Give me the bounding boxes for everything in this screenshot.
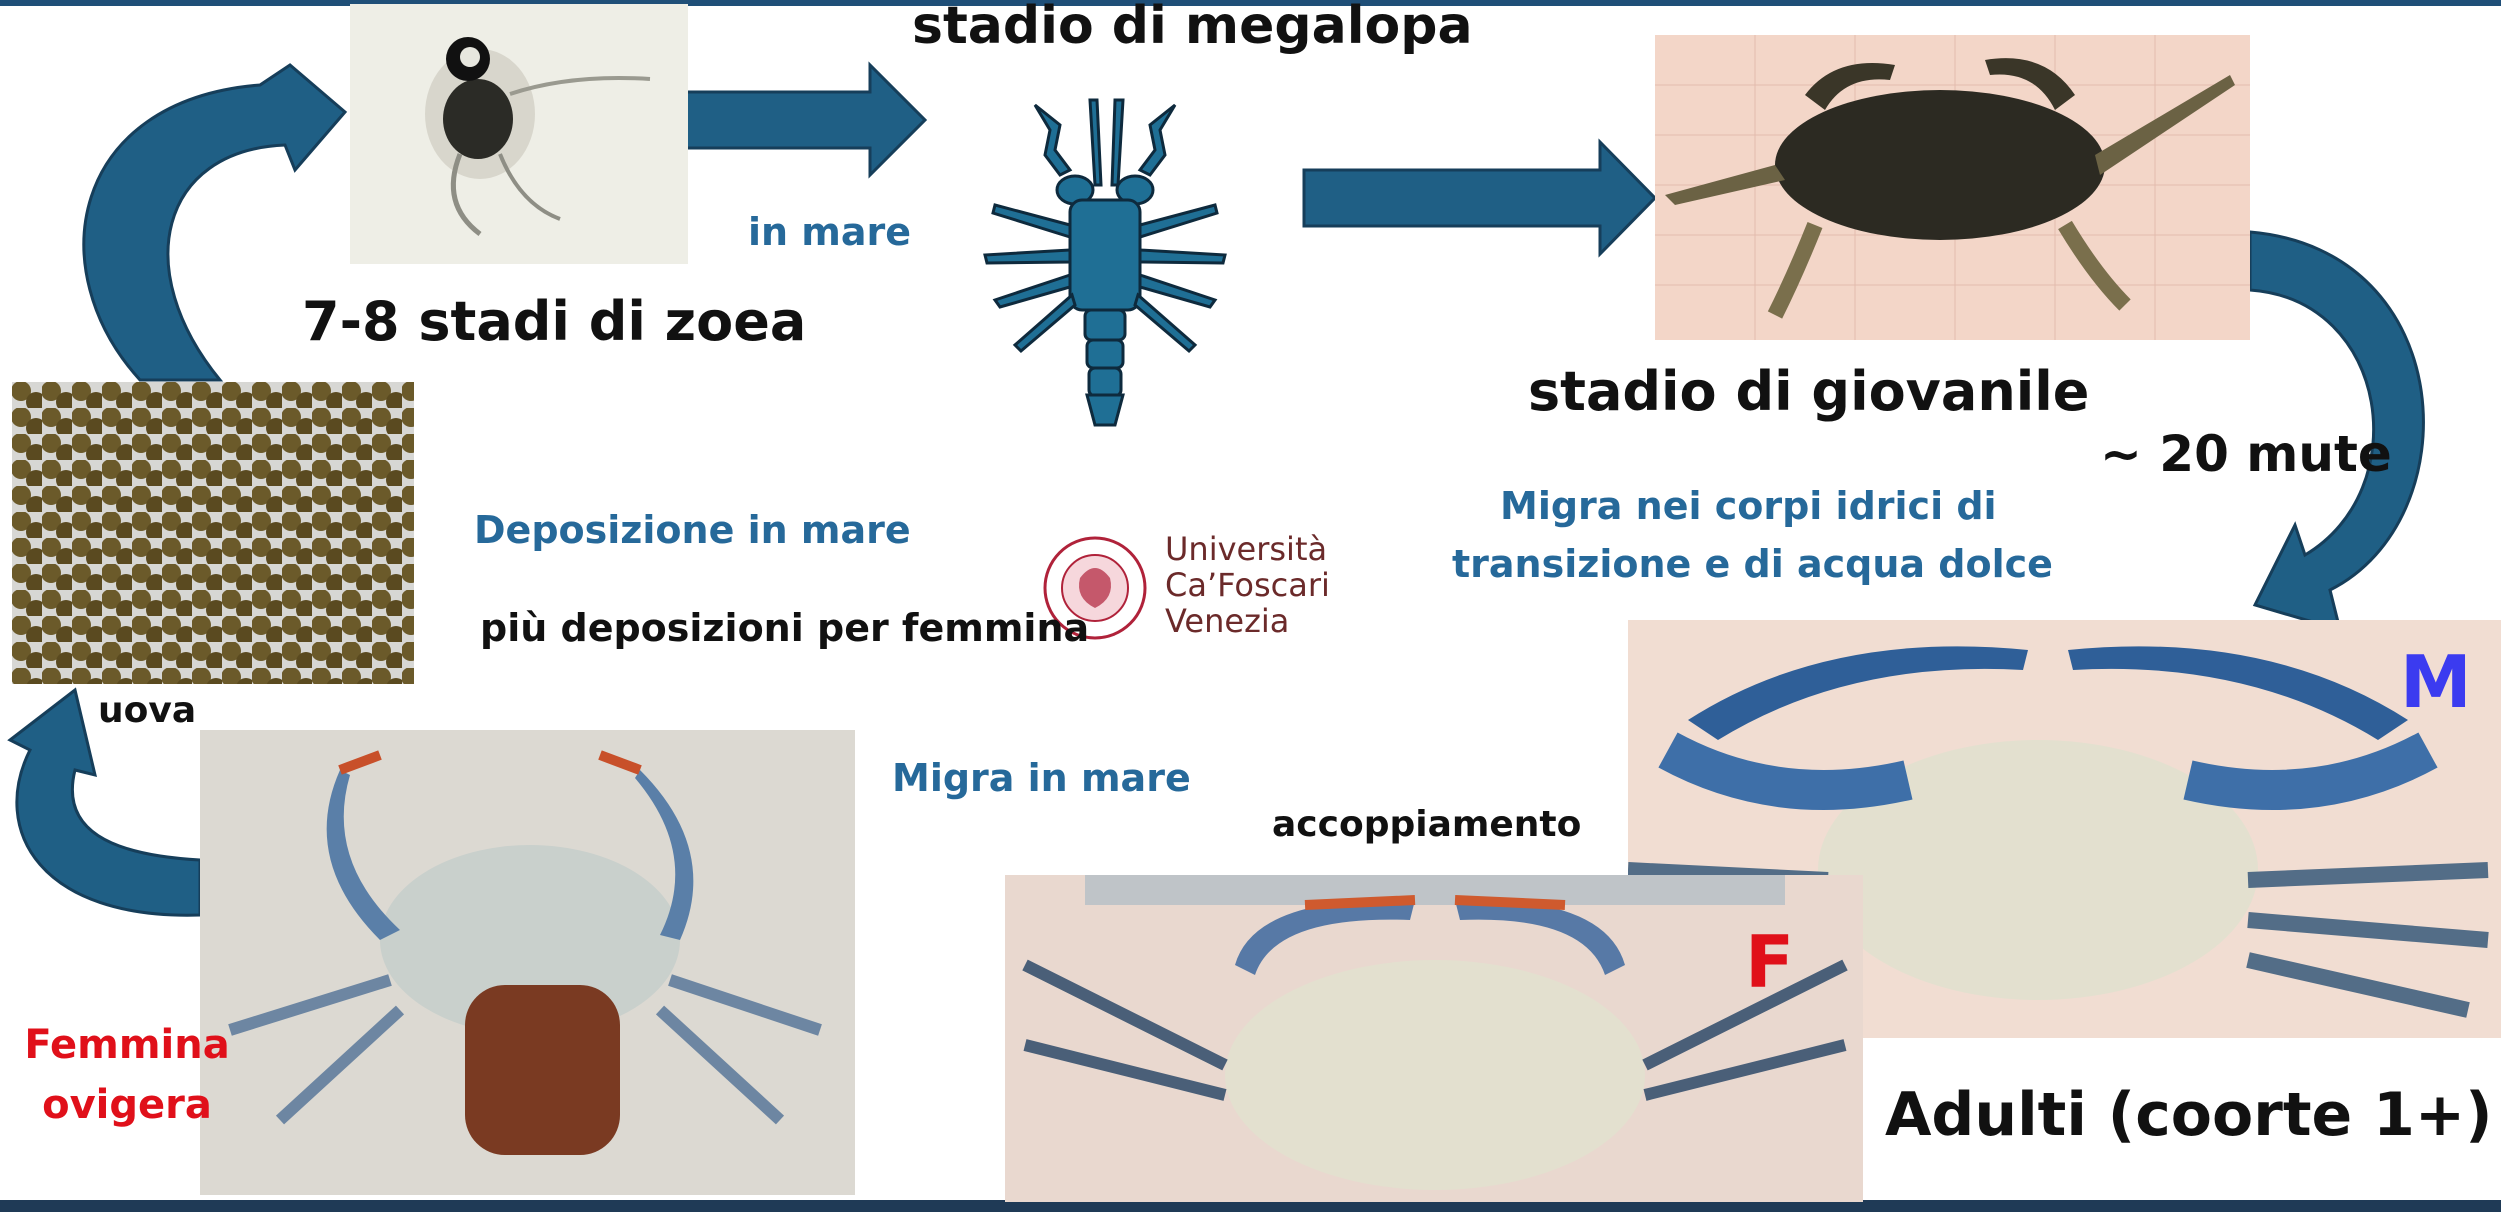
arrow-zoea-to-megalopa: [683, 65, 925, 175]
eggs-photo: [12, 382, 414, 684]
deposizione-label: Deposizione in mare: [474, 508, 911, 552]
giovanile-label: stadio di giovanile: [1528, 360, 2089, 423]
migra-corpi-line-1: Migra nei corpi idrici di: [1500, 484, 1997, 528]
female-mark: F: [1745, 920, 1794, 1004]
femmina-line-2: ovigera: [22, 1082, 232, 1128]
juvenile-crab-photo: [1655, 35, 2250, 340]
mute-label: ~ 20 mute: [2100, 425, 2392, 483]
in-mare-label: in mare: [748, 210, 911, 254]
uova-label: uova: [98, 690, 196, 731]
arrow-megalopa-to-juvenile: [1304, 142, 1655, 254]
logo-line-3: Venezia: [1165, 603, 1289, 639]
female-crab-photo: [1005, 875, 1863, 1202]
ovigerous-female-photo: [200, 730, 855, 1195]
migra-in-mare-label: Migra in mare: [892, 756, 1191, 800]
megalopa-illustration: [975, 95, 1255, 435]
adulti-label: Adulti (coorte 1+): [1885, 1080, 2493, 1150]
male-mark: M: [2400, 640, 2472, 724]
zoea-photo: [350, 4, 688, 264]
logo-line-2: Ca’Foscari: [1165, 567, 1330, 603]
migra-corpi-line-2: transizione e di acqua dolce: [1452, 542, 2053, 586]
piu-deposizioni-label: più deposizioni per femmina: [480, 606, 1089, 650]
megalopa-label: stadio di megalopa: [912, 0, 1473, 56]
accoppiamento-label: accoppiamento: [1272, 804, 1581, 845]
zoea-label: 7-8 stadi di zoea: [302, 290, 806, 353]
femmina-line-1: Femmina: [22, 1022, 232, 1068]
logo-line-1: Università: [1165, 531, 1327, 567]
